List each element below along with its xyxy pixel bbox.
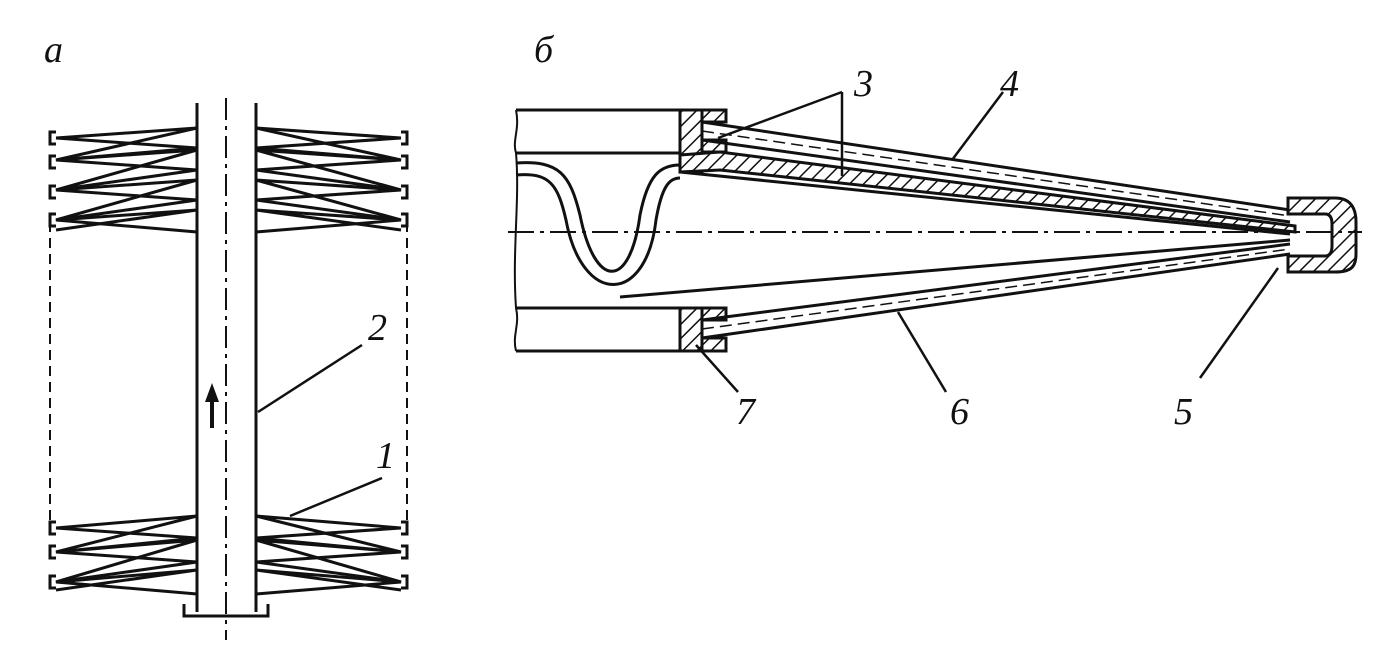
panel-b-label: б <box>534 29 555 71</box>
bundle-outline <box>49 222 408 522</box>
lower-spiral-coils <box>55 514 402 596</box>
upper-tube-sheet-rim <box>700 108 728 124</box>
u-tube <box>515 161 681 286</box>
lower-tube-sheet <box>678 306 704 353</box>
callout-1: 1 <box>376 435 395 477</box>
upper-coil-ends <box>48 130 409 228</box>
callout-7: 7 <box>736 391 757 433</box>
upper-spiral-coils <box>55 126 402 234</box>
callout-3: 3 <box>853 63 873 105</box>
panel-a-label: а <box>44 29 63 71</box>
end-cap <box>1286 196 1358 274</box>
upper-tube <box>701 120 1291 224</box>
leader-2 <box>257 343 363 414</box>
central-pipe <box>182 98 270 640</box>
lower-tube-sheet-rim-low <box>700 336 728 353</box>
collector-body <box>513 108 680 353</box>
up-arrow-icon <box>205 383 219 428</box>
callout-5: 5 <box>1174 391 1193 433</box>
callout-6: 6 <box>950 391 969 433</box>
leader-1 <box>289 476 383 518</box>
callout-4: 4 <box>1000 63 1019 105</box>
panel-b: б <box>508 29 1362 433</box>
panel-a: а <box>44 29 409 640</box>
leaders-b <box>695 90 1280 393</box>
callout-2: 2 <box>368 307 387 349</box>
lower-tube <box>701 242 1291 340</box>
lower-coil-ends <box>48 520 409 590</box>
converging-walls <box>619 170 1291 299</box>
